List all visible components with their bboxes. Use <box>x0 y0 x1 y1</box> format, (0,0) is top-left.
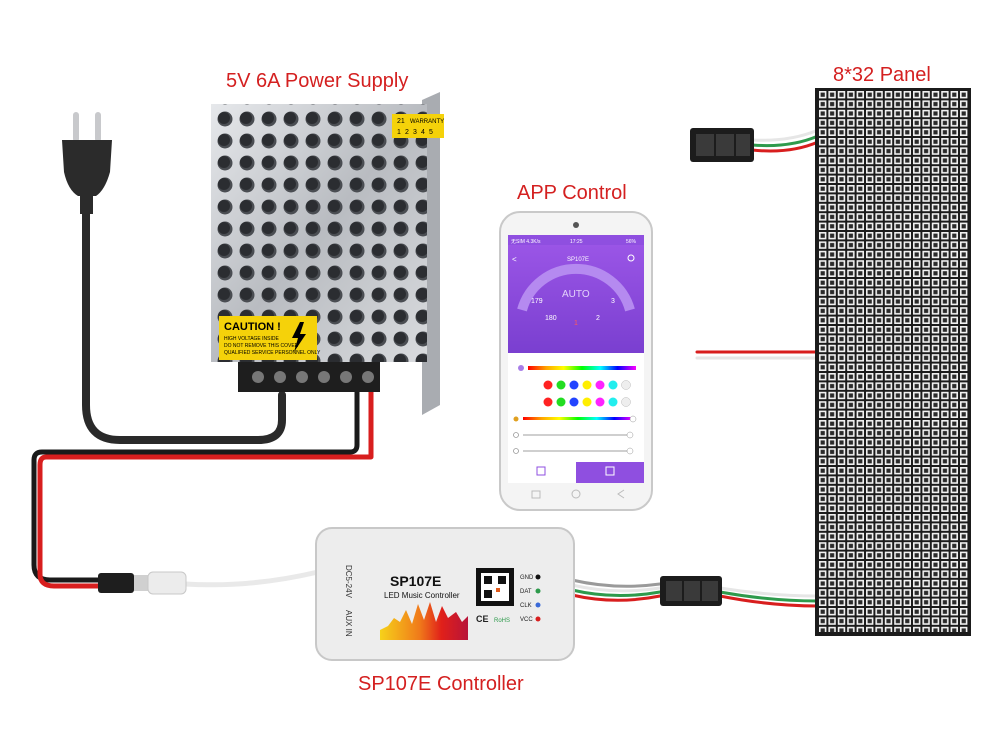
jst-connector-bottom <box>660 576 722 606</box>
eu-plug <box>62 112 112 214</box>
sp107e-controller: DC5-24V AUX IN SP107E LED Music Controll… <box>315 527 575 661</box>
dial-number-2: 2 <box>596 315 600 322</box>
dial-number-180: 180 <box>545 315 557 322</box>
panel-input-white <box>718 586 820 598</box>
tab-settings[interactable] <box>576 462 644 483</box>
warranty-month-1: 1 <box>397 129 401 136</box>
pin-clk: CLK <box>520 603 532 609</box>
caution-line-1: HIGH VOLTAGE INSIDE <box>224 336 279 342</box>
color-swatches-row-1[interactable] <box>543 380 631 390</box>
pin-vcc: VCC <box>520 617 533 623</box>
color-bar[interactable] <box>528 366 636 370</box>
sensitivity-slider[interactable] <box>513 447 634 455</box>
pin-dat: DAT <box>520 589 532 595</box>
dial-number-3: 3 <box>611 298 615 305</box>
speed-slider[interactable] <box>513 431 634 439</box>
dial-number-179: 179 <box>531 298 543 305</box>
power-icon[interactable] <box>627 254 635 262</box>
controller-model: SP107E <box>390 573 441 589</box>
settings-tab-icon <box>605 466 615 476</box>
home-key-icon[interactable] <box>571 489 581 499</box>
caution-line-3: QUALIFIED SERVICE PERSONNEL ONLY <box>224 350 321 356</box>
caution-line-2: DO NOT REMOVE THIS COVER <box>224 343 299 349</box>
status-left: 无SIM 4.3K/s <box>511 239 541 245</box>
panel-label: 8*32 Panel <box>833 64 931 86</box>
mains-cable <box>82 206 286 444</box>
output-wire-green <box>570 588 662 598</box>
lightning-icon <box>292 322 306 352</box>
color-picker-handle[interactable] <box>518 365 524 371</box>
sound-wave-graphic <box>380 602 468 640</box>
panel-output-red <box>750 140 820 153</box>
caution-title: CAUTION ! <box>224 321 281 333</box>
panel-output-white <box>750 128 820 142</box>
ce-mark: CE <box>476 614 489 624</box>
controller-subtitle: LED Music Controller <box>384 591 460 600</box>
dial-number-1: 1 <box>574 320 578 327</box>
warranty-year: 21 <box>397 118 405 125</box>
pin-gnd: GND <box>520 575 534 581</box>
back-icon[interactable]: < <box>512 255 517 264</box>
warranty-month-4: 4 <box>421 129 425 136</box>
output-wire-white <box>570 583 662 593</box>
dc-black-wire <box>31 387 360 583</box>
mode-dial[interactable] <box>517 263 635 312</box>
mode-label: AUTO <box>562 289 590 300</box>
panel-input-green <box>718 590 820 603</box>
brightness-slider[interactable] <box>513 415 637 423</box>
wires <box>31 128 820 608</box>
warranty-label: WARRANTY <box>410 119 444 125</box>
back-key-icon[interactable] <box>617 489 625 499</box>
pin-labels: GND DAT CLK VCC <box>520 574 541 623</box>
output-wire-gray <box>570 578 662 588</box>
warranty-month-5: 5 <box>429 129 433 136</box>
status-right: 56% <box>626 239 637 245</box>
power-supply: 21 WARRANTY 1 2 3 4 5 CAUTION ! HIGH VOL… <box>211 92 444 415</box>
color-swatches-row-2[interactable] <box>543 397 631 407</box>
app-title: SP107E <box>567 257 589 263</box>
status-time: 17:25 <box>570 239 583 245</box>
app-control-label: APP Control <box>517 182 627 204</box>
smartphone: 无SIM 4.3K/s 17:25 56% < SP107E AUTO 179 … <box>499 211 653 511</box>
dc-input-label: DC5-24V <box>344 565 353 599</box>
power-supply-label: 5V 6A Power Supply <box>226 70 409 92</box>
controller-label: SP107E Controller <box>358 673 524 695</box>
caution-sticker: CAUTION ! HIGH VOLTAGE INSIDE DO NOT REM… <box>219 316 321 360</box>
panel-output-green <box>750 134 820 148</box>
warranty-month-3: 3 <box>413 129 417 136</box>
output-wire-red <box>570 593 662 602</box>
jst-connector-top <box>690 128 754 162</box>
dc-red-wire <box>37 387 374 589</box>
dc-jack <box>98 571 187 595</box>
led-panel <box>815 88 971 636</box>
tab-home[interactable] <box>508 462 576 483</box>
aux-input-label: AUX IN <box>344 610 353 637</box>
home-tab-icon <box>536 466 546 476</box>
menu-key-icon[interactable] <box>531 490 541 499</box>
dc-input-cable <box>182 569 321 588</box>
panel-input-red <box>718 594 820 608</box>
rohs-mark: RoHS <box>494 618 510 624</box>
warranty-month-2: 2 <box>405 129 409 136</box>
terminal-block <box>238 362 380 392</box>
